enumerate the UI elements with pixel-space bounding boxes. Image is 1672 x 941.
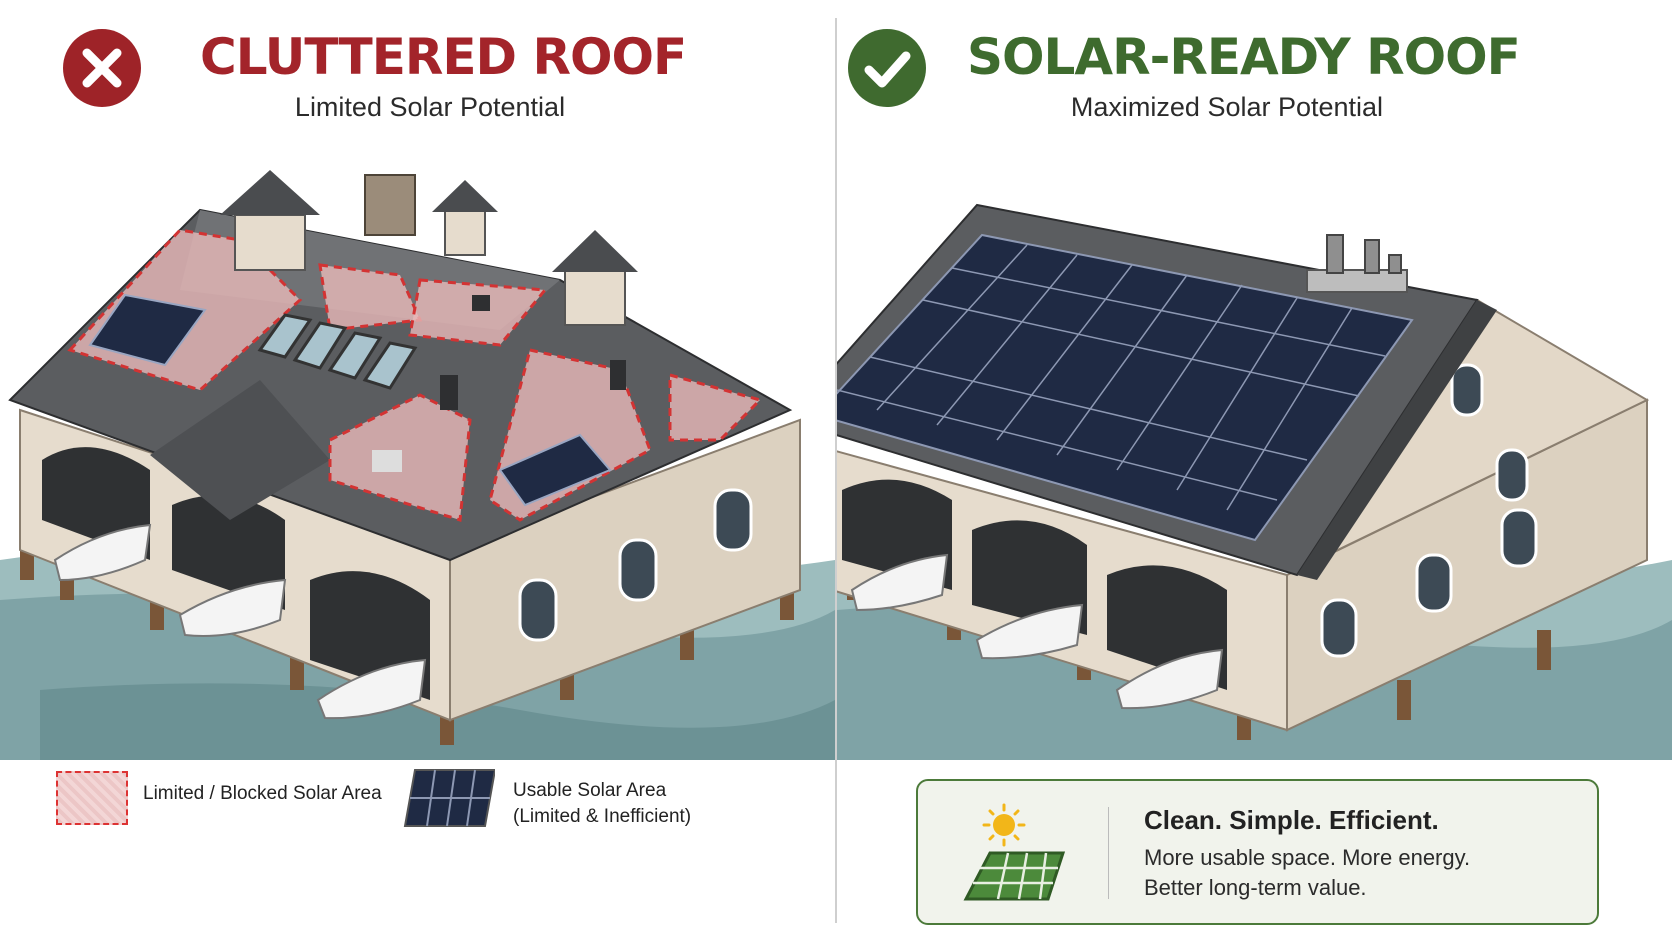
legend-usable-label: Usable Solar Area (Limited & Inefficient… (513, 778, 691, 830)
callout-separator (1108, 807, 1109, 899)
right-title: SOLAR-READY ROOF (967, 28, 1521, 86)
left-title: CLUTTERED ROOF (200, 28, 687, 86)
side-windows (518, 488, 753, 642)
solar-panel-swatch-icon (403, 769, 495, 827)
left-subtitle: Limited Solar Potential (294, 92, 566, 122)
solar-panel-icon (963, 851, 1066, 901)
left-panel-cluttered-roof: CLUTTERED ROOF Limited Solar Potential (0, 0, 835, 941)
benefits-callout: Clean. Simple. Efficient. More usable sp… (916, 779, 1599, 925)
vent-stack (1306, 234, 1408, 293)
sun-icon (963, 803, 1066, 901)
boats (850, 553, 1224, 710)
usable-solar-panels (88, 293, 612, 507)
legend-usable-line2: (Limited & Inefficient) (513, 806, 692, 827)
side-windows (1320, 363, 1538, 658)
callout-line-2: Better long-term value. (1144, 875, 1367, 900)
roof-vents (372, 295, 626, 472)
boats (53, 523, 427, 720)
cluttered-boathouse-illustration (0, 170, 835, 760)
skylights (257, 313, 418, 390)
blocked-area-swatch (56, 771, 128, 825)
check-icon (847, 28, 927, 108)
legend-blocked-label: Limited / Blocked Solar Area (143, 783, 382, 804)
callout-headline: Clean. Simple. Efficient. (1144, 805, 1439, 835)
panel-divider (835, 18, 837, 923)
right-panel-solar-ready-roof: SOLAR-READY ROOF Maximized Solar Potenti… (837, 0, 1672, 941)
cupolas (220, 170, 638, 326)
solar-ready-boathouse-illustration (837, 203, 1672, 760)
right-subtitle: Maximized Solar Potential (1070, 92, 1384, 122)
solar-array (837, 233, 1414, 542)
x-icon (62, 28, 142, 108)
chimney (364, 174, 416, 236)
callout-line-1: More usable space. More energy. (1144, 845, 1471, 870)
legend-usable-line1: Usable Solar Area (513, 780, 667, 801)
